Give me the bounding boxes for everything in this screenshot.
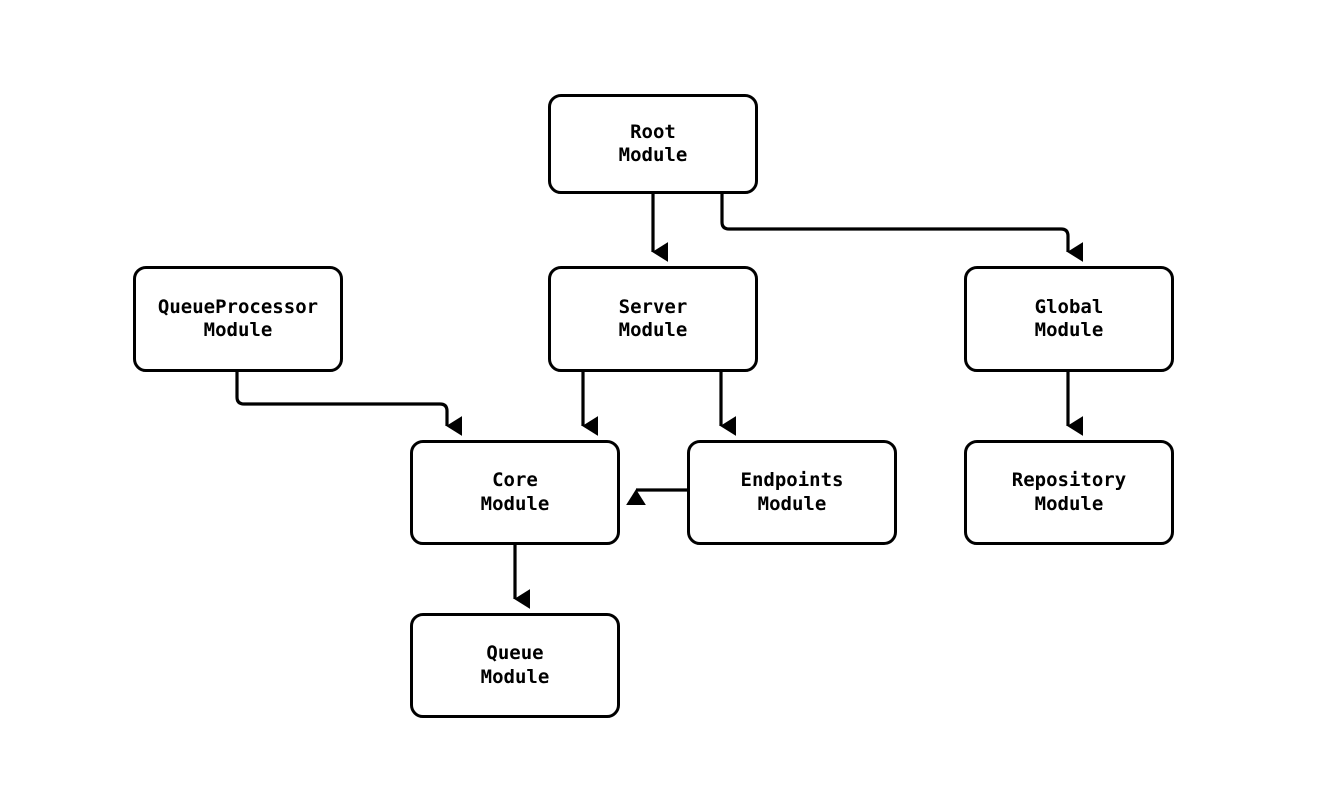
node-endpoints-module-label: Endpoints Module: [740, 469, 844, 515]
node-global-module[interactable]: Global Module: [964, 266, 1174, 372]
node-queueprocessor-module-label: QueueProcessor Module: [157, 295, 319, 341]
node-core-module-label: Core Module: [480, 469, 550, 515]
node-global-module-label: Global Module: [1034, 295, 1104, 341]
edge-root-to-global: [720, 194, 1084, 262]
node-queue-module[interactable]: Queue Module: [410, 613, 620, 718]
node-queue-module-label: Queue Module: [480, 642, 550, 688]
node-repository-module-label: Repository Module: [1011, 469, 1127, 515]
node-queueprocessor-module[interactable]: QueueProcessor Module: [133, 266, 343, 372]
edge-queueprocessor-to-core: [235, 372, 463, 436]
node-root-module[interactable]: Root Module: [548, 94, 758, 194]
node-server-module[interactable]: Server Module: [548, 266, 758, 372]
node-server-module-label: Server Module: [618, 295, 688, 341]
node-endpoints-module[interactable]: Endpoints Module: [687, 440, 897, 545]
node-core-module[interactable]: Core Module: [410, 440, 620, 545]
node-root-module-label: Root Module: [618, 120, 688, 166]
node-repository-module[interactable]: Repository Module: [964, 440, 1174, 545]
